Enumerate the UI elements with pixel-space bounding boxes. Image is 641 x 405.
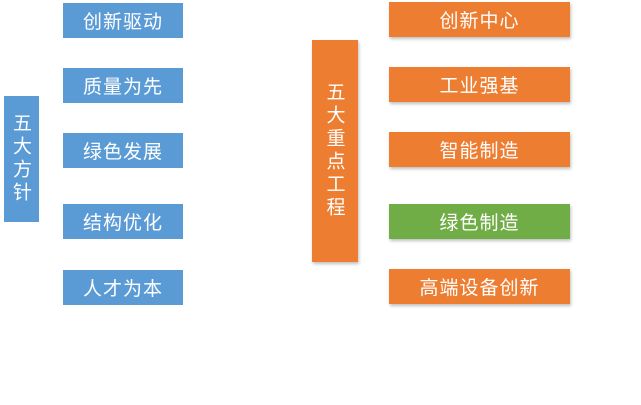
guideline-item-talent-oriented: 人才为本 <box>63 270 183 305</box>
guideline-item-structure-optimization: 结构优化 <box>63 204 183 239</box>
project-item-smart-manufacturing: 智能制造 <box>389 132 570 167</box>
project-item-industrial-foundation: 工业强基 <box>389 67 570 102</box>
guideline-item-quality-first: 质量为先 <box>63 68 183 103</box>
project-item-innovation-center: 创新中心 <box>389 2 570 37</box>
project-item-high-end-equipment: 高端设备创新 <box>389 269 570 304</box>
projects-title: 五大重点工程 <box>312 40 358 262</box>
guidelines-title: 五大方针 <box>4 96 39 222</box>
project-item-green-manufacturing: 绿色制造 <box>389 204 570 239</box>
guideline-item-innovation-driven: 创新驱动 <box>63 3 183 38</box>
guideline-item-green-development: 绿色发展 <box>63 133 183 168</box>
